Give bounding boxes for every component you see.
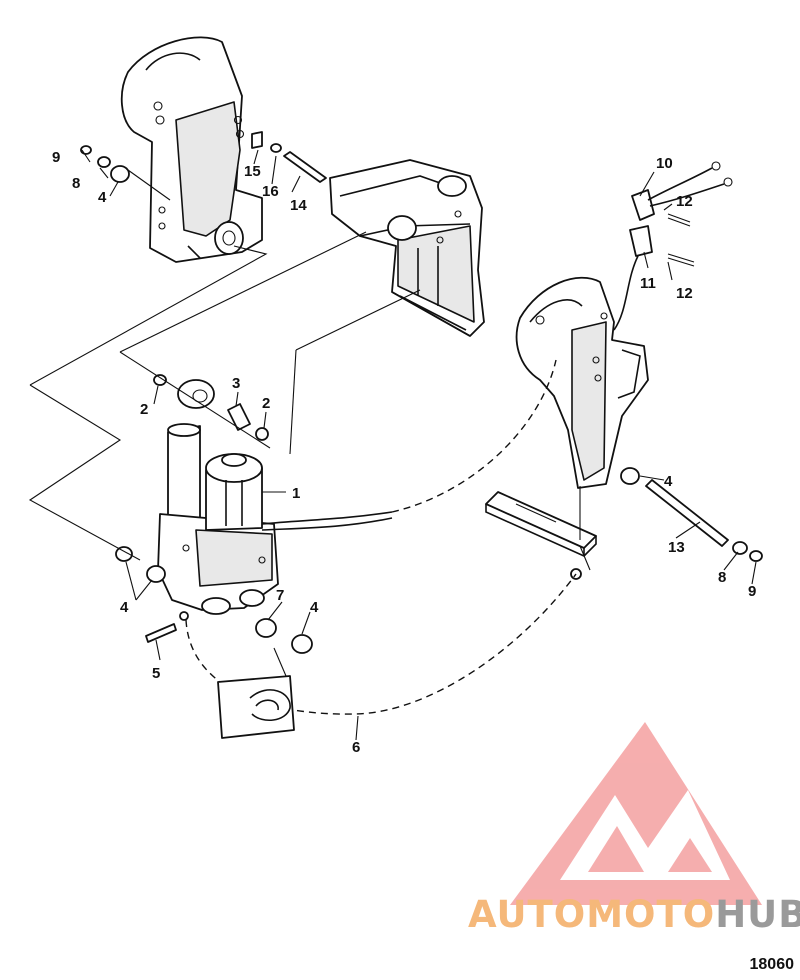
automotohub-logo-icon (510, 722, 762, 905)
inset-detail (217, 647, 295, 739)
callout-1: 1 (292, 485, 300, 502)
watermark-auto: AUTO (468, 893, 587, 936)
callout-9-left: 9 (52, 149, 60, 166)
callout-4-lower-left: 4 (120, 599, 129, 616)
callout-10: 10 (656, 155, 673, 172)
callout-4-right: 4 (664, 473, 673, 490)
callout-6: 6 (352, 739, 360, 756)
small-bushings (80, 145, 763, 654)
callout-16: 16 (262, 183, 279, 200)
callout-11: 11 (640, 275, 656, 292)
watermark-moto: MOTO (586, 893, 716, 936)
callout-4-lower-right: 4 (310, 599, 319, 616)
callout-3: 3 (232, 375, 240, 392)
callout-8-right: 8 (718, 569, 726, 586)
callout-13: 13 (668, 539, 685, 556)
callout-8-left: 8 (72, 175, 80, 192)
left-clamp-bracket (120, 36, 263, 263)
watermark-hub: HUB (715, 893, 800, 936)
ground-wire-dashed (185, 359, 577, 715)
callout-labels: 9 8 4 15 16 14 10 12 11 12 2 3 2 1 4 13 … (52, 149, 756, 756)
callout-14: 14 (290, 197, 307, 214)
upper-pivot-bushing (177, 379, 215, 409)
trim-sender (613, 161, 733, 331)
anode-plate (485, 491, 597, 558)
pin-3 (227, 403, 251, 431)
guide-lines (28, 169, 591, 571)
callout-7: 7 (276, 587, 284, 604)
trim-pump-assembly (157, 423, 393, 615)
callout-9-right: 9 (748, 583, 756, 600)
bolts (145, 131, 729, 643)
right-clamp-bracket (515, 276, 649, 489)
leader-lines (81, 149, 757, 741)
callout-12-upper: 12 (676, 193, 693, 210)
callout-2-right: 2 (262, 395, 270, 412)
callout-4-top: 4 (98, 189, 107, 206)
callout-15: 15 (244, 163, 261, 180)
figure-id: 18060 (749, 956, 795, 973)
callout-5: 5 (152, 665, 160, 682)
swivel-bracket (329, 159, 485, 337)
callout-12-lower: 12 (676, 285, 693, 302)
callout-2-left: 2 (140, 401, 148, 418)
automotohub-watermark: AUTOMOTOHUB (468, 893, 800, 943)
